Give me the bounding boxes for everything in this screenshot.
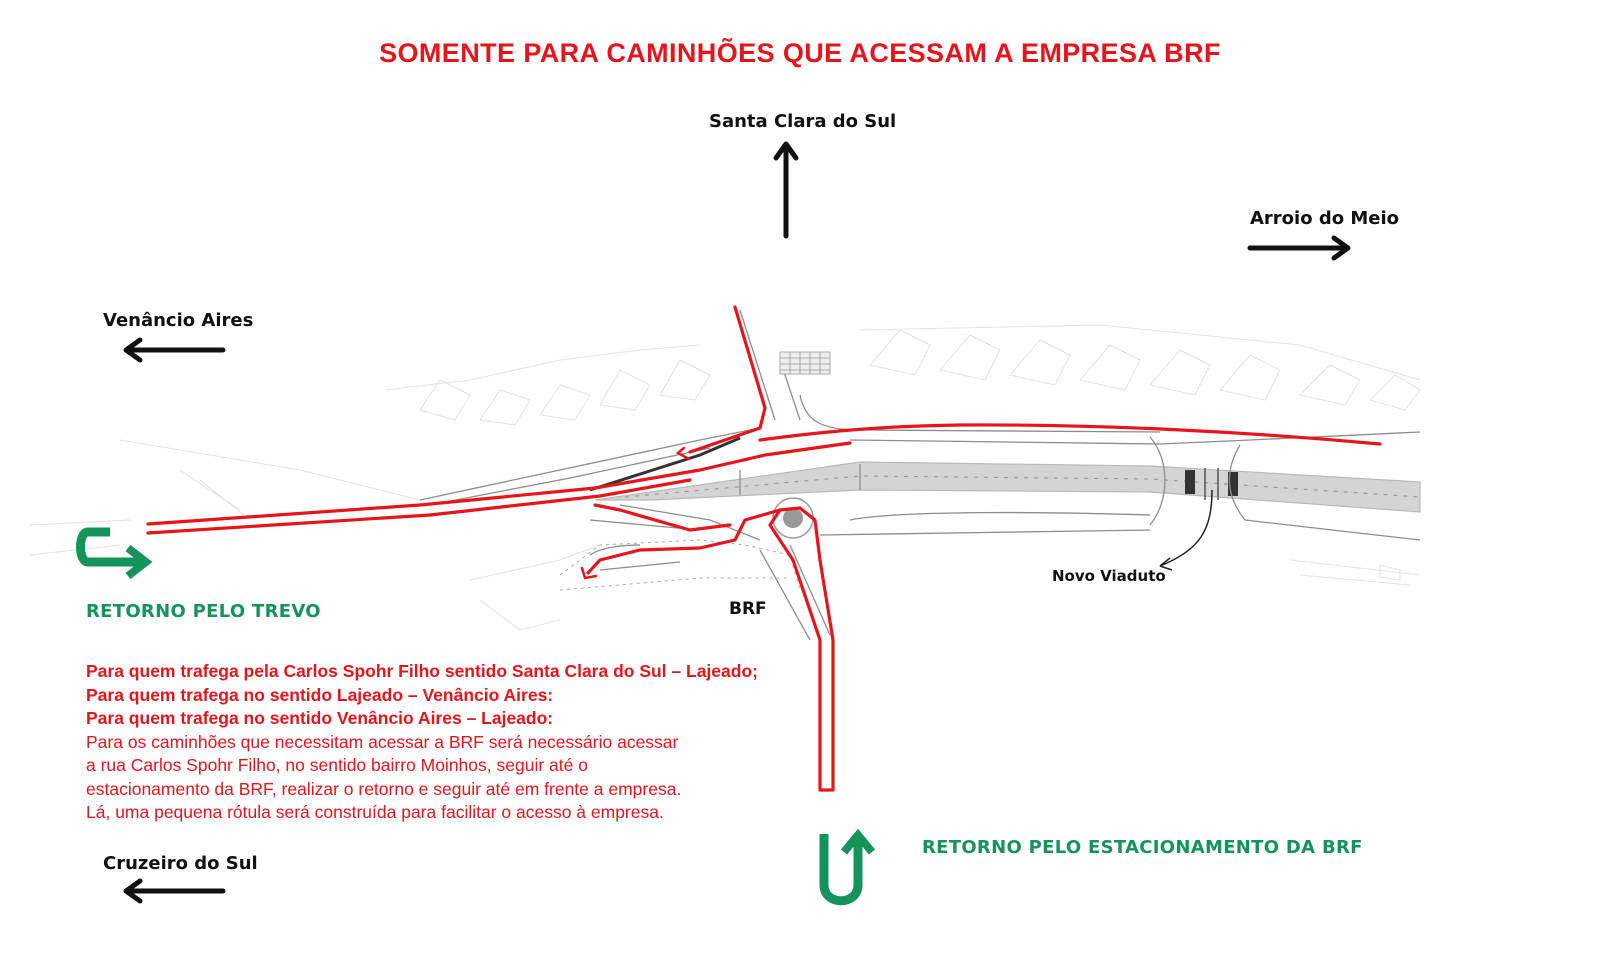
instruction-line-1: Para quem trafega pela Carlos Spohr Filh… [86, 661, 758, 681]
instruction-body-1: Para os caminhões que necessitam acessar… [86, 731, 679, 752]
roundabout [772, 497, 814, 539]
destination-southwest-label: Cruzeiro do Sul [103, 853, 258, 874]
truck-route [146, 305, 1382, 792]
destination-north-label: Santa Clara do Sul [709, 111, 897, 132]
route-instructions: Para quem trafega pela Carlos Spohr Filh… [86, 660, 846, 825]
instruction-body-3: estacionamento da BRF, realizar o retorn… [86, 778, 682, 799]
ramp [589, 436, 741, 492]
hatched-block [779, 351, 831, 375]
arrow-left-icon [123, 337, 226, 363]
destination-west-label: Venâncio Aires [103, 310, 254, 331]
viaduct [1185, 468, 1238, 500]
instruction-line-3: Para quem trafega no sentido Venâncio Ai… [86, 708, 554, 728]
route-arrowheads [580, 446, 691, 580]
background-parcels [29, 324, 1421, 631]
retorno-estacionamento-label: RETORNO PELO ESTACIONAMENTO DA BRF [922, 837, 1363, 858]
instruction-body-4: Lá, uma pequena rótula será construída p… [86, 802, 664, 822]
arrow-left-icon [123, 878, 226, 904]
instruction-body-2: a rua Carlos Spohr Filho, no sentido bai… [86, 755, 588, 775]
u-turn-up-icon [819, 828, 876, 906]
novo-viaduto-leader [1159, 489, 1213, 571]
highway [594, 461, 1421, 513]
arrow-right-icon [1247, 235, 1351, 261]
arrow-up-icon [773, 141, 799, 239]
retorno-trevo-label: RETORNO PELO TREVO [86, 601, 321, 622]
novo-viaduto-label: Novo Viaduto [1052, 567, 1166, 585]
page-title: SOMENTE PARA CAMINHÕES QUE ACESSAM A EMP… [379, 38, 1221, 68]
instruction-line-2: Para quem trafega no sentido Lajeado – V… [86, 684, 554, 705]
destination-east-label: Arroio do Meio [1250, 208, 1400, 229]
brf-label: BRF [729, 599, 767, 619]
u-turn-right-icon [76, 527, 153, 580]
service-roads [419, 309, 1421, 641]
